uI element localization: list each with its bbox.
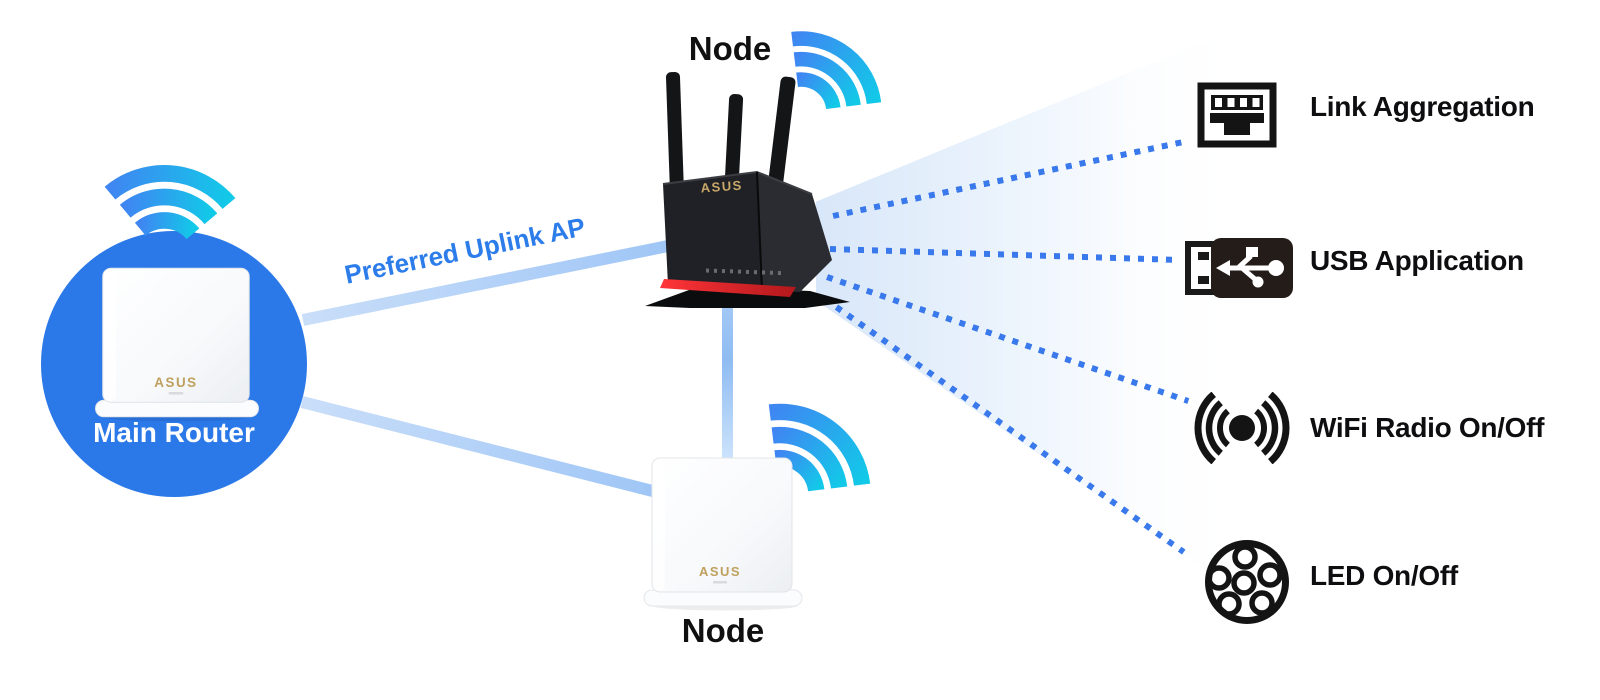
asus-logo: ASUS (700, 178, 743, 196)
usb-plug-icon (1185, 238, 1293, 298)
bottom-node-router-device: ASUS (643, 457, 803, 611)
node-to-node-line (722, 292, 733, 464)
main-router-device: ASUS (95, 267, 259, 422)
bottom-node-label: Node (681, 612, 765, 649)
signal-cone (816, 22, 1252, 602)
ethernet-port-icon (1197, 82, 1277, 148)
wifi-signal-icon (791, 31, 882, 110)
main-router-label: Main Router (93, 417, 255, 448)
top-node-label: Node (688, 30, 772, 67)
asus-logo: ASUS (154, 375, 197, 390)
top-node-router-device: ASUS (645, 71, 850, 308)
feature-label-link-aggregation: Link Aggregation (1310, 91, 1535, 122)
wifi-radio-icon (1194, 392, 1290, 464)
feature-label-usb-application: USB Application (1310, 245, 1524, 276)
main-to-bottom-node-line (300, 396, 684, 505)
asus-logo: ASUS (699, 564, 741, 579)
feature-label-led: LED On/Off (1310, 560, 1458, 591)
feature-label-wifi-radio: WiFi Radio On/Off (1310, 412, 1545, 443)
wifi-signal-icon (104, 165, 236, 240)
led-icon (1205, 540, 1289, 624)
